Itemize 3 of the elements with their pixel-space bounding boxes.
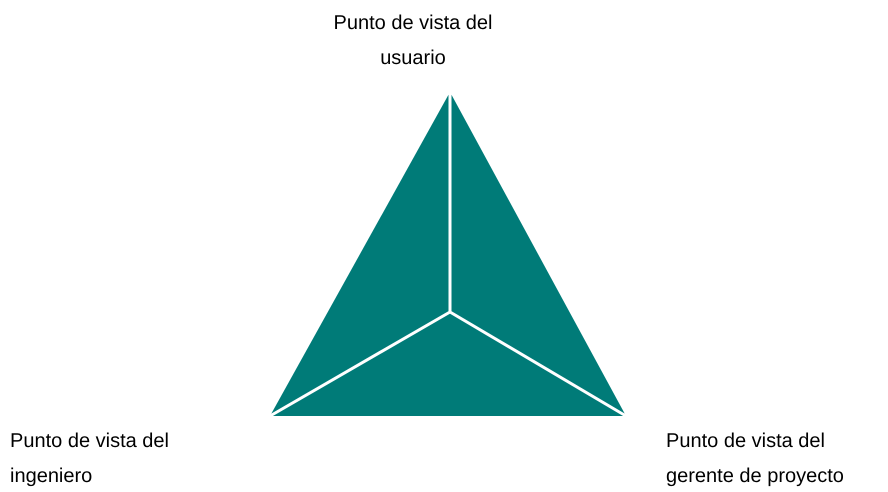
viewpoint-label: Punto de vista del usuario [332, 11, 494, 71]
viewpoint-label: Punto de vista del ingeniero [10, 429, 170, 489]
viewpoint-label: Punto de vista del gerente de proyecto [666, 429, 845, 489]
